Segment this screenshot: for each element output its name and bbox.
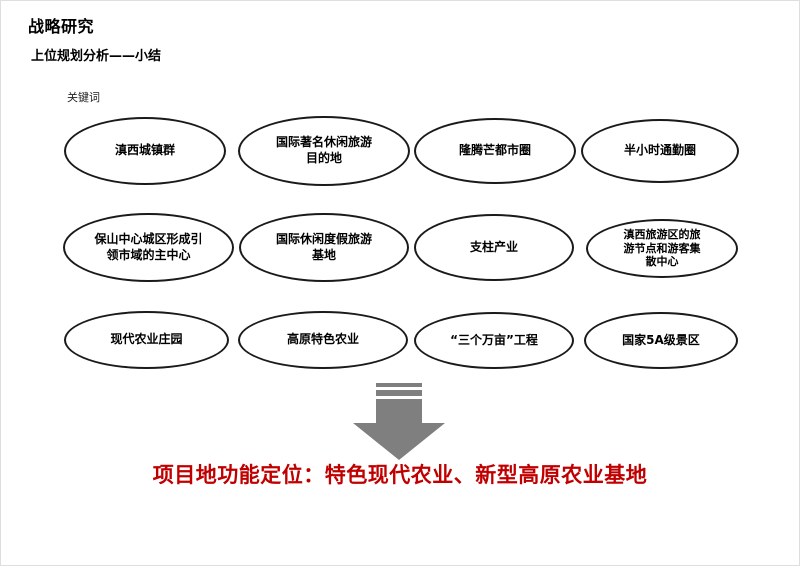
- keyword-ellipse: 国际著名休闲旅游目的地: [238, 116, 410, 186]
- striped-down-arrow-icon: [353, 383, 445, 460]
- keyword-ellipse: 半小时通勤圈: [581, 119, 739, 183]
- arrow-stripe: [376, 383, 422, 387]
- keyword-label: 国家5A级景区: [622, 332, 700, 347]
- keyword-label: 高原特色农业: [286, 332, 359, 347]
- keyword-label: “三个万亩”工程: [450, 332, 538, 347]
- keyword-label: 滇西城镇群: [114, 143, 175, 158]
- keyword-label: 支柱产业: [469, 239, 518, 254]
- keyword-ellipse: 现代农业庄园: [64, 311, 229, 369]
- arrow-head: [353, 423, 445, 460]
- keywords-label: 关键词: [67, 91, 100, 104]
- keyword-label: 隆腾芒都市圈: [458, 143, 531, 158]
- conclusion-text: 项目地功能定位：特色现代农业、新型高原农业基地: [152, 463, 648, 487]
- page-title: 战略研究: [28, 17, 95, 36]
- keyword-ellipse: “三个万亩”工程: [414, 312, 574, 369]
- keyword-ellipse: 滇西旅游区的旅游节点和游客集散中心: [586, 219, 738, 278]
- keyword-label: 国际休闲度假旅游基地: [275, 231, 372, 262]
- keyword-ellipse: 支柱产业: [414, 214, 574, 281]
- keyword-ellipse: 国家5A级景区: [584, 312, 738, 369]
- keyword-label: 国际著名休闲旅游目的地: [275, 135, 372, 165]
- keyword-label: 保山中心城区形成引领市域的主中心: [94, 231, 203, 262]
- keyword-ellipse: 保山中心城区形成引领市域的主中心: [63, 213, 234, 282]
- arrow-stripe: [376, 390, 422, 396]
- keyword-label: 现代农业庄园: [110, 332, 183, 347]
- keyword-label: 半小时通勤圈: [623, 143, 696, 158]
- page-subtitle: 上位规划分析——小结: [31, 49, 162, 64]
- keyword-ellipse: 高原特色农业: [238, 311, 408, 369]
- keyword-ellipse: 国际休闲度假旅游基地: [239, 213, 409, 282]
- keyword-ellipse: 隆腾芒都市圈: [414, 118, 576, 184]
- keyword-label: 滇西旅游区的旅游节点和游客集散中心: [623, 227, 701, 269]
- arrow-shaft: [376, 399, 422, 423]
- keyword-ellipse: 滇西城镇群: [64, 117, 226, 185]
